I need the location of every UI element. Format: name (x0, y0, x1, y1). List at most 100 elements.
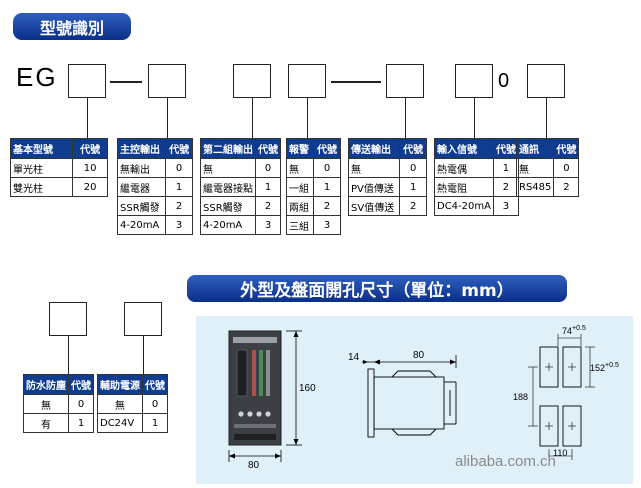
dim-side-depth: 80 (413, 350, 425, 361)
table-cell: 1 (142, 413, 168, 433)
code-box-aux-power (124, 302, 162, 336)
table-header: 主控輸出 (116, 138, 167, 159)
dim-pitch-vertical: 188 (513, 392, 529, 402)
table-header: 代號 (313, 138, 341, 159)
code-box-waterproof (49, 302, 87, 336)
code-box-basic (68, 64, 106, 98)
dim-cutout-height-value: 152 (590, 363, 606, 373)
table-cell: 3 (313, 215, 341, 235)
connector-line (87, 98, 89, 138)
dim-cutout-height: 152+0.5 (590, 362, 619, 373)
table-header: 基本型號 (9, 138, 74, 159)
dim-cutout-width: 74+0.5 (562, 325, 586, 336)
code-box-alarm (288, 64, 326, 98)
table-cell: 20 (72, 177, 108, 197)
dim-cutout-height-tolerance: +0.5 (605, 362, 619, 369)
table-cell: 0 (255, 158, 281, 178)
connector-line (68, 336, 70, 374)
connector-line (546, 98, 548, 138)
table-cell: 3 (492, 196, 519, 216)
side-view (367, 368, 457, 438)
code-box-input (455, 64, 493, 98)
table-cell: 1 (255, 177, 281, 197)
table-cell: 2 (399, 196, 427, 216)
connector-line (474, 98, 476, 138)
table-header: 代號 (142, 374, 168, 395)
table-cell: 0 (399, 158, 427, 178)
separator-dash (331, 81, 381, 83)
table-cell: 0 (165, 158, 193, 178)
table-cell: 1 (68, 413, 94, 433)
table-header: 代號 (72, 138, 108, 159)
table-cell: 2 (255, 196, 281, 216)
dim-cutout-width-value: 74 (562, 326, 573, 336)
table-cell: RS485 (515, 177, 555, 197)
separator-dash (110, 81, 142, 83)
panel-cutout-view (539, 346, 582, 447)
code-box-main-output (148, 64, 186, 98)
table-cell: 4-20mA (116, 215, 167, 235)
front-view (228, 330, 282, 446)
table-header: 代號 (492, 138, 519, 159)
table-header: 代號 (68, 374, 94, 395)
connector-line (167, 98, 169, 138)
table-header: 第二組輸出 (200, 138, 256, 159)
table-header: 輸入信號 (434, 138, 494, 159)
page-title: 型號識別 (39, 18, 104, 38)
table-cell: 2 (553, 177, 580, 197)
connector-line (252, 98, 254, 138)
table-header: 傳送輸出 (347, 138, 401, 159)
dim-side-front: 14 (348, 352, 360, 363)
table-cell: 3 (165, 215, 193, 235)
dim-pitch-horizontal: 110 (553, 448, 568, 458)
code-box-second-output (233, 64, 271, 98)
code-box-comm (527, 64, 565, 98)
dim-front-width: 80 (248, 460, 260, 471)
table-cell: 雙光柱 (9, 177, 74, 197)
dim-front-height: 160 (299, 383, 316, 394)
connector-line (405, 98, 407, 138)
code-box-transmit (386, 64, 424, 98)
model-prefix: EG (16, 62, 58, 92)
dimensions-title-banner: 外型及盤面開孔尺寸（單位：mm） (187, 275, 567, 302)
table-cell: 4-20mA (200, 215, 256, 235)
connector-line (143, 336, 145, 374)
section-title-banner: 型號識別 (13, 13, 131, 40)
dim-cutout-width-tolerance: +0.5 (572, 325, 586, 332)
watermark: alibaba.com.cn (455, 453, 556, 470)
table-header: 通訊 (515, 138, 555, 159)
table-cell: SV值傳送 (347, 196, 401, 216)
table-cell: 3 (255, 215, 281, 235)
dimensions-title: 外型及盤面開孔尺寸（單位：mm） (240, 281, 514, 301)
separator-zero: 0 (498, 70, 510, 92)
connector-line (307, 98, 309, 138)
